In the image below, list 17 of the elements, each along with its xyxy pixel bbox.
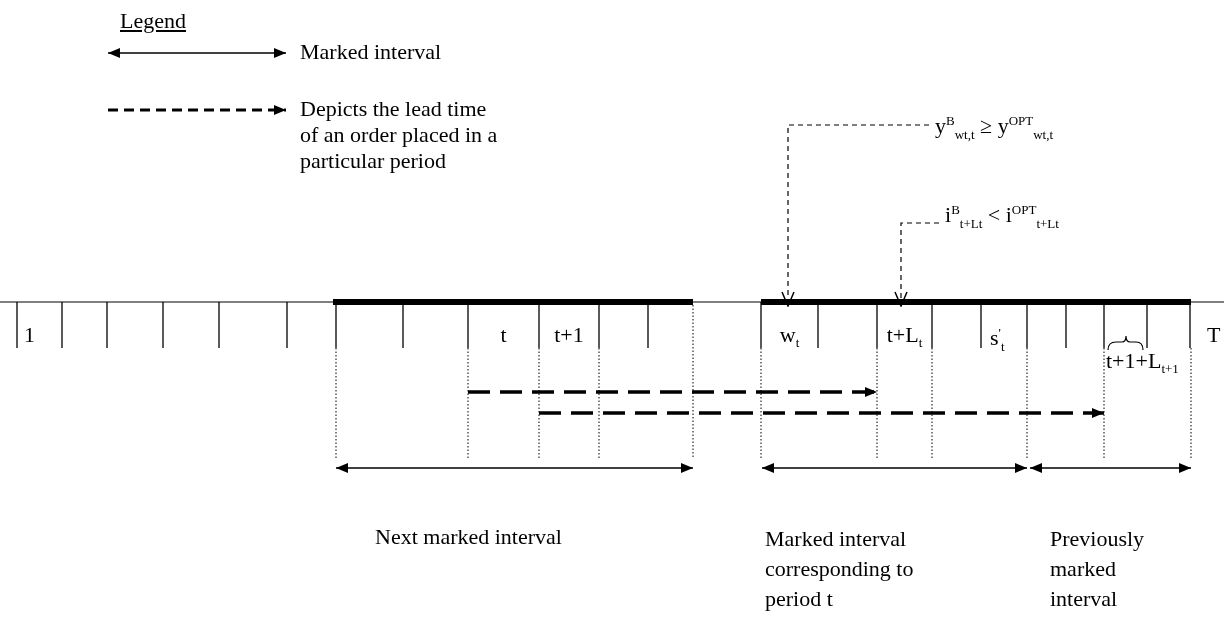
leader-line (781, 124, 930, 307)
leader-line (894, 222, 940, 307)
period-cell: t+L$_{t}$ (877, 307, 932, 458)
legend-text: Marked interval (300, 39, 443, 65)
period-cell: t (468, 307, 539, 458)
lead-time-arrow (539, 408, 1104, 418)
interval-caption: Marked interval corresponding to period t (765, 525, 915, 613)
interval-caption: Next marked interval (375, 524, 562, 550)
lead-time-arrow (468, 387, 877, 397)
legend-heading: Legend (120, 8, 186, 34)
period-cell: t+1+L$_{t+1}$ (1104, 307, 1204, 458)
period-cell: w$_{t}$ (761, 307, 818, 458)
period-label: 1 (24, 322, 35, 348)
period-cell: t+1 (539, 307, 599, 458)
interval-caption: Previously marked interval (1050, 525, 1146, 613)
period-label: T (1207, 322, 1221, 348)
legend-text: Depicts the lead time of an order placed in a particular period (300, 96, 499, 174)
